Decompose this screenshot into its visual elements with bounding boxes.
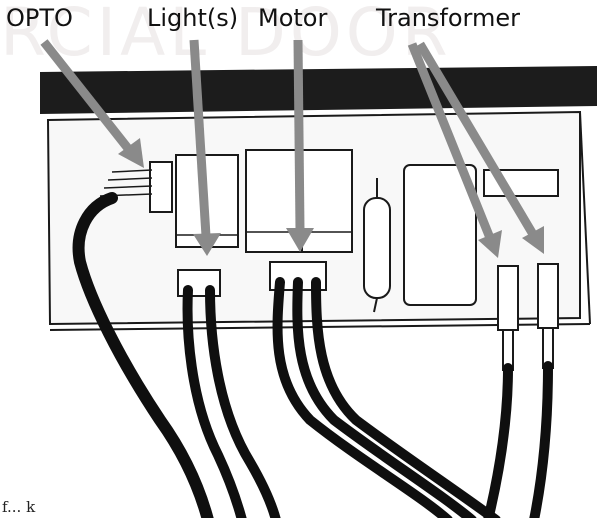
lights-wire-1	[182, 285, 247, 518]
wires	[72, 192, 553, 518]
arrows	[40, 39, 544, 258]
lights-arrow	[189, 39, 211, 237]
motor-wire-1	[272, 277, 453, 518]
lights-wire-2	[205, 285, 281, 518]
transformer-label: Transformer	[376, 4, 521, 32]
transformer-arrowhead-left	[478, 230, 502, 258]
caption-fragment: f... k	[2, 498, 36, 516]
transformer-wire-right	[529, 361, 553, 518]
motor-arrowhead	[286, 228, 314, 252]
housing-top-strip	[40, 66, 597, 114]
capacitor	[363, 197, 391, 299]
transformer-arrow-right	[416, 41, 538, 239]
board-edge-right	[579, 111, 591, 325]
watermark: RCIAL DOOR	[0, 0, 452, 71]
transformer-terminal-left	[497, 265, 519, 331]
opto-connector	[149, 161, 173, 213]
motor-wire-3	[311, 277, 501, 518]
opto-wire	[72, 192, 214, 518]
transformer-arrowhead-right	[522, 226, 544, 254]
transformer-arrow-left	[407, 42, 495, 240]
motor-wire-2	[292, 277, 477, 518]
opto-arrow	[40, 39, 138, 159]
opto-arrowhead	[118, 138, 144, 168]
motor-label: Motor	[258, 4, 328, 32]
transformer-block	[403, 164, 477, 306]
transformer-wire-left	[483, 363, 513, 518]
lights-arrowhead	[193, 233, 221, 256]
transformer-terminal-right	[537, 263, 559, 329]
lights-label: Light(s)	[147, 4, 239, 32]
motor-arrow	[293, 39, 305, 231]
motor-relay-right	[301, 149, 353, 253]
opto-label: OPTO	[6, 4, 73, 32]
